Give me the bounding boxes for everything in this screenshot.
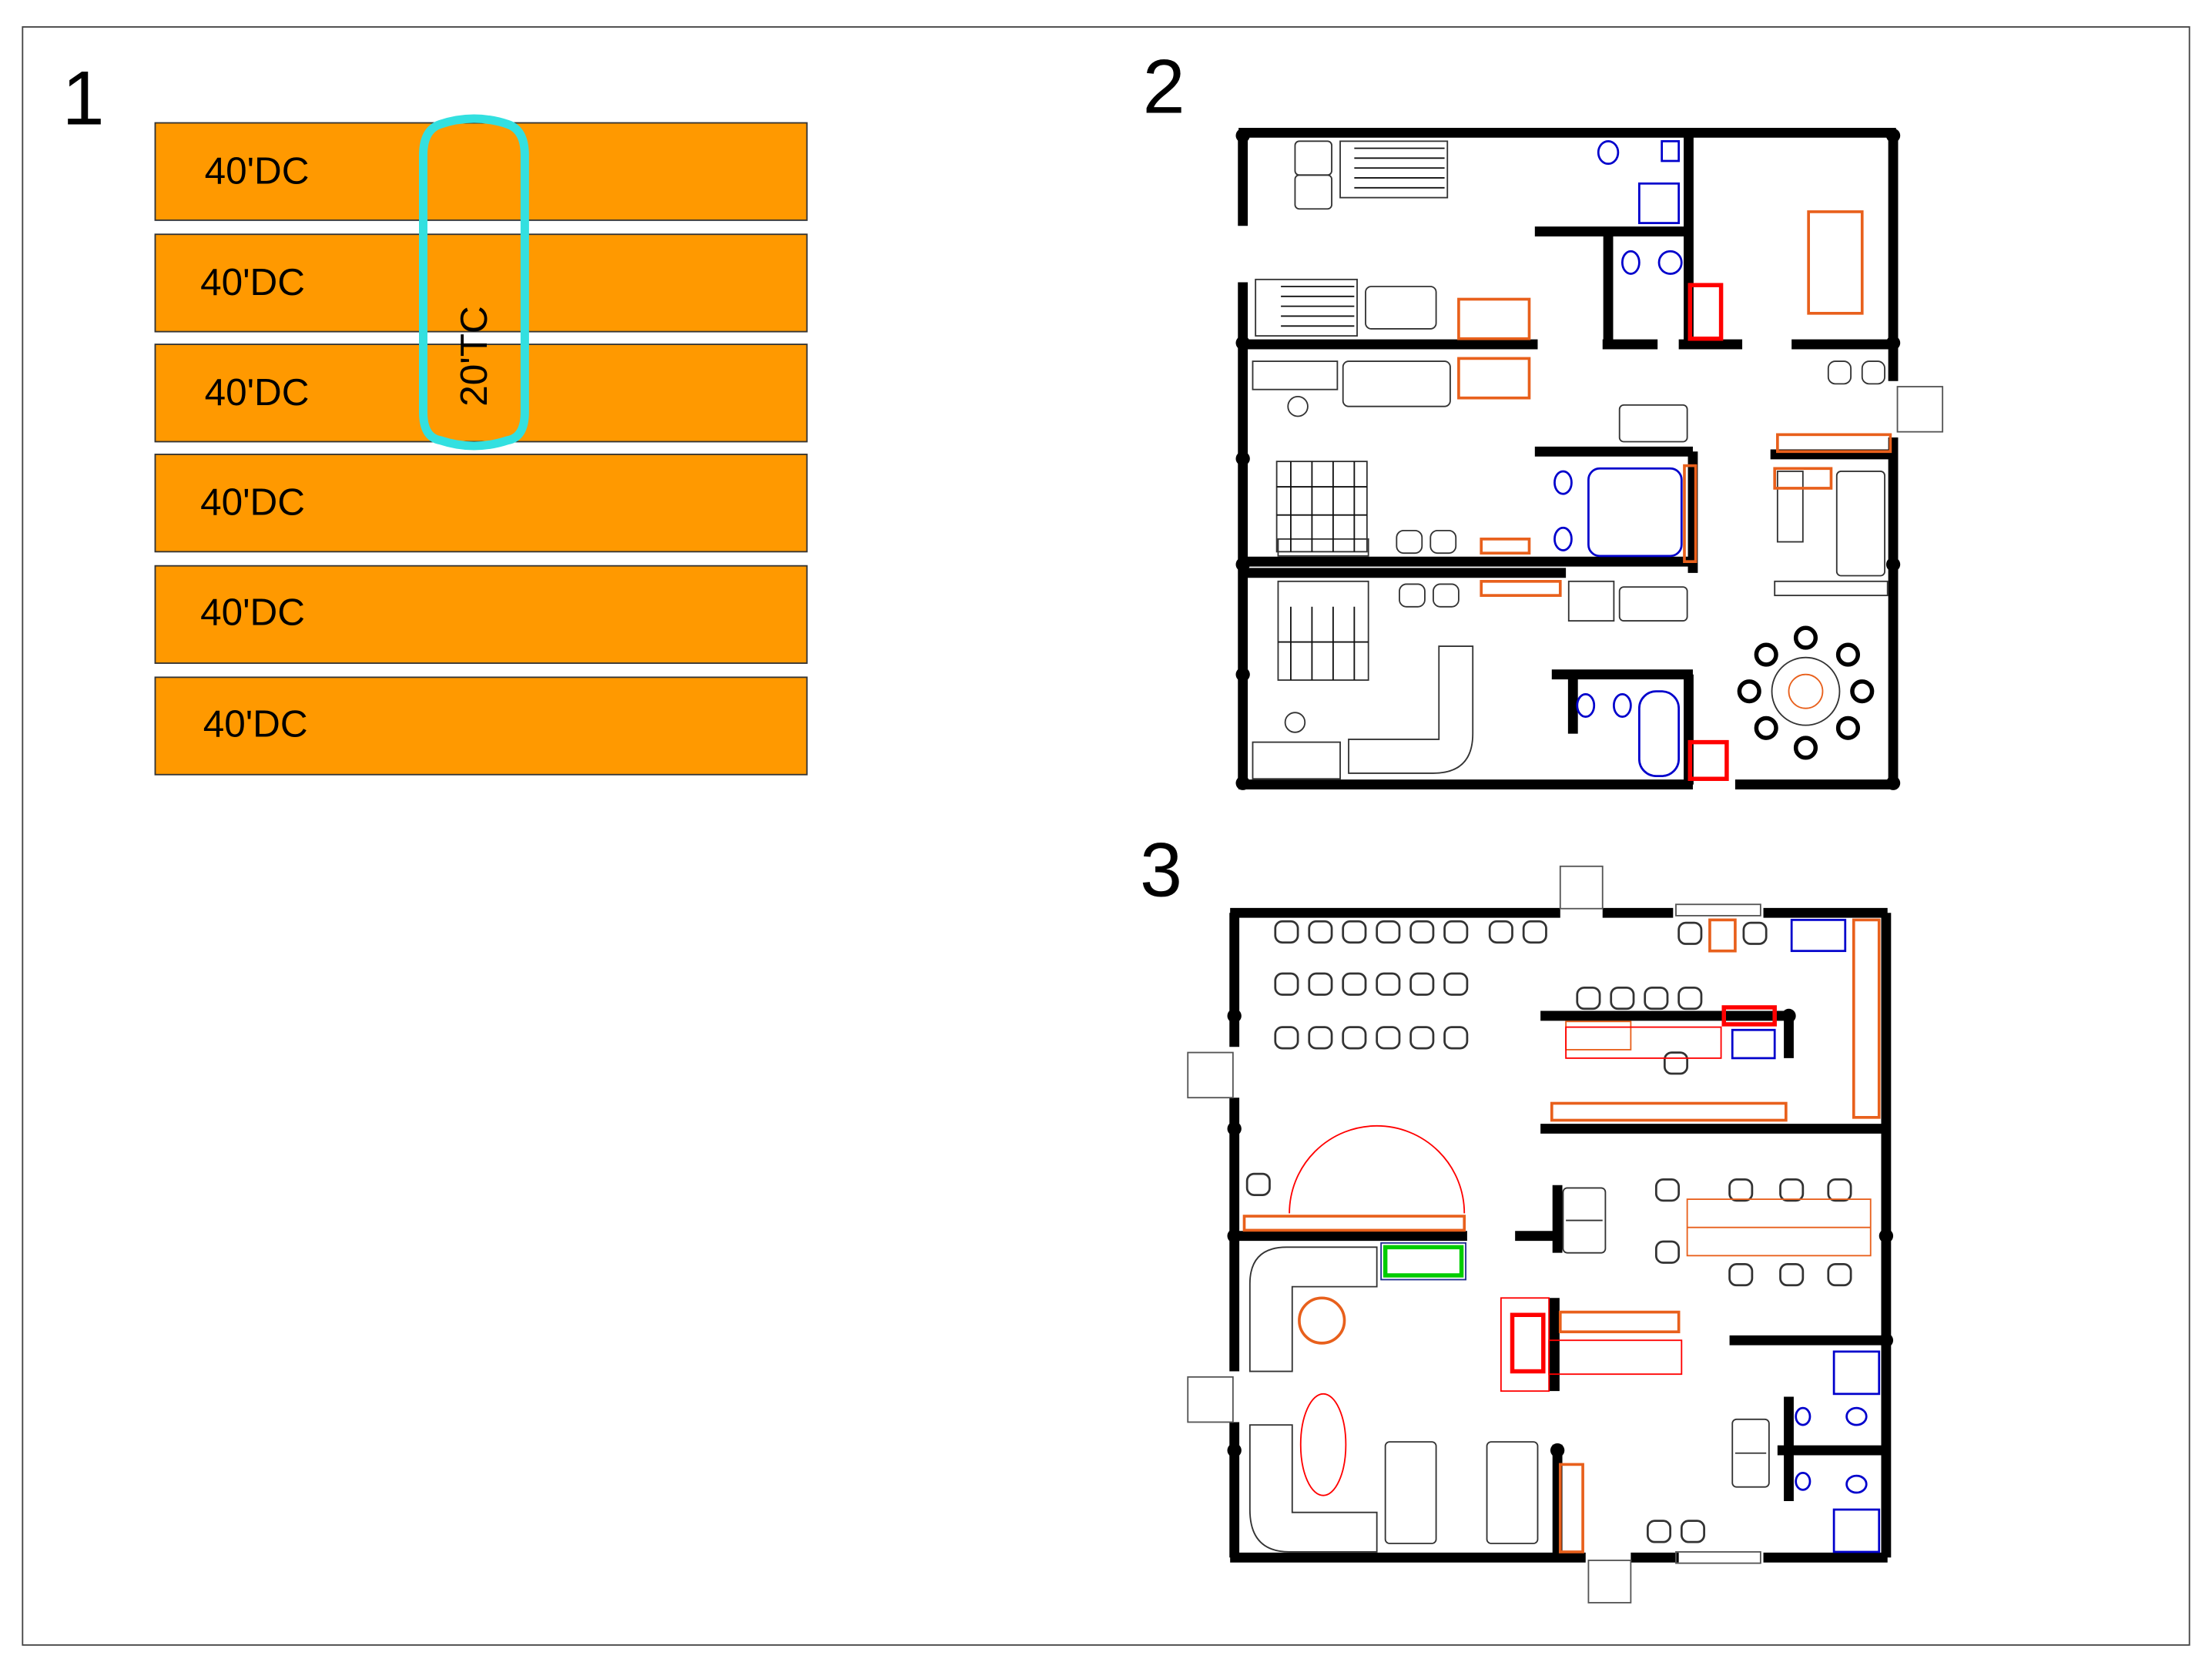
plan2-orange-items [1457,210,1892,597]
container-body [154,454,808,553]
container-body [154,344,808,443]
container-label: 40'DC [205,149,310,192]
panel-number-3: 3 [1140,826,1182,912]
panel-number-2: 2 [1143,44,1185,129]
plan3-inner-walls [1234,1010,1886,1558]
plan3-green-item [1382,1245,1464,1278]
container-3: 40'DC [154,344,808,443]
panel-number-1: 1 [62,55,105,140]
plan2-table-centre [1788,673,1824,709]
plan3-orange-items [1242,918,1881,1553]
container-label: 40'DC [205,371,310,414]
container-layout: 40'DC 40'DC 40'DC 40'DC 40'DC 40'DC 20'T… [154,114,808,776]
plan2-bed-hatching [1276,147,1445,681]
container-label: 40'DC [200,592,305,634]
plan2-outer-walls [1238,127,1899,789]
plan3-red-items [1510,1005,1777,1374]
plan2-sanitary [1553,139,1683,777]
plan3-sanitary [1731,919,1881,1553]
plan2-inner-walls [1242,132,1894,785]
container-5: 40'DC [154,565,808,664]
plan3-lounge-furniture [1248,1187,1770,1553]
container-1: 40'DC [154,122,808,221]
container-body [154,676,808,776]
sheet-border [22,26,2190,1646]
container-6: 40'DC [154,676,808,776]
plan2-dining-chairs [1737,625,1875,760]
container-2: 40'DC [154,233,808,333]
plan3-green-item-frame [1380,1242,1466,1281]
plan3-seating-rows [1245,920,1852,1543]
container-label: 40'DC [200,481,305,524]
plan3-thin-orange-items [1565,1020,1872,1257]
container-body [154,565,808,664]
floor-plan-3 [1187,865,1894,1604]
container-label: 40'DC [203,702,308,745]
plan3-posts [1227,1008,1894,1458]
container-body [154,233,808,333]
tank-container-label: 20'TC [453,306,495,406]
plan3-red-outlines [1289,1026,1722,1496]
container-4: 40'DC [154,454,808,553]
plan2-entrance [1896,386,1944,433]
plan3-entrances [1187,865,1761,1604]
plan2-red-items [1687,283,1729,781]
plan2-furniture [1252,140,1889,780]
container-label: 40'DC [200,261,305,303]
plan2-posts [1235,128,1901,790]
floor-plan-2 [1235,127,1944,790]
tank-container-outline [418,114,529,451]
